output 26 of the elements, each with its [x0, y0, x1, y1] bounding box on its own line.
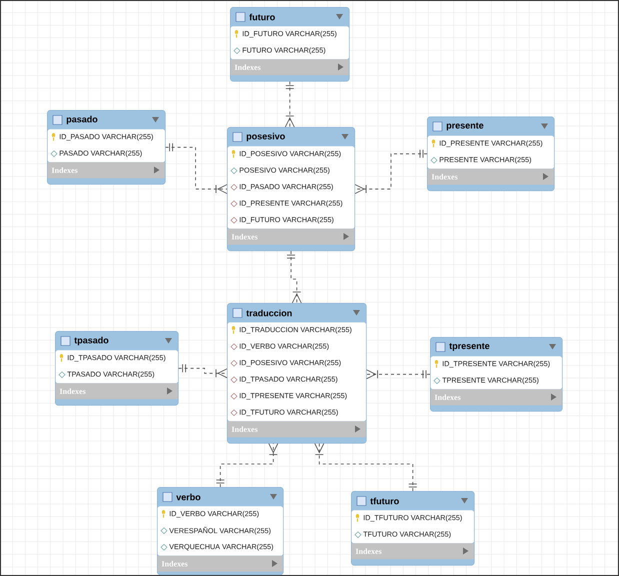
table-title: verbo	[176, 494, 200, 500]
relationship-line	[165, 142, 228, 194]
relationship-line	[366, 369, 430, 380]
table-title: traduccion	[246, 310, 292, 316]
indexes-bar: Indexes	[56, 383, 178, 400]
relationship-line	[314, 443, 418, 492]
indexes-bar: Indexes	[48, 162, 165, 178]
relationship-line	[354, 149, 428, 194]
relationship-line	[216, 443, 278, 488]
relationship-line	[284, 81, 295, 128]
table-title: tpasado	[74, 336, 108, 346]
indexes-bar: Indexes	[158, 556, 283, 572]
relationship-line	[178, 364, 228, 378]
indexes-bar: Indexes	[228, 421, 366, 438]
table-title: tpresente	[449, 343, 490, 351]
relationship-line	[286, 250, 302, 304]
table-title: futuro	[249, 14, 275, 20]
indexes-bar: Indexes	[428, 168, 554, 185]
table-title: presente	[446, 122, 484, 130]
indexes-bar: Indexes	[352, 543, 474, 560]
table-title: posesivo	[246, 132, 285, 142]
table-title: tfuturo	[370, 498, 399, 504]
table-title: pasado	[66, 116, 98, 124]
indexes-bar: Indexes	[430, 389, 562, 406]
indexes-bar: Indexes	[230, 59, 349, 76]
indexes-bar: Indexes	[228, 228, 354, 245]
